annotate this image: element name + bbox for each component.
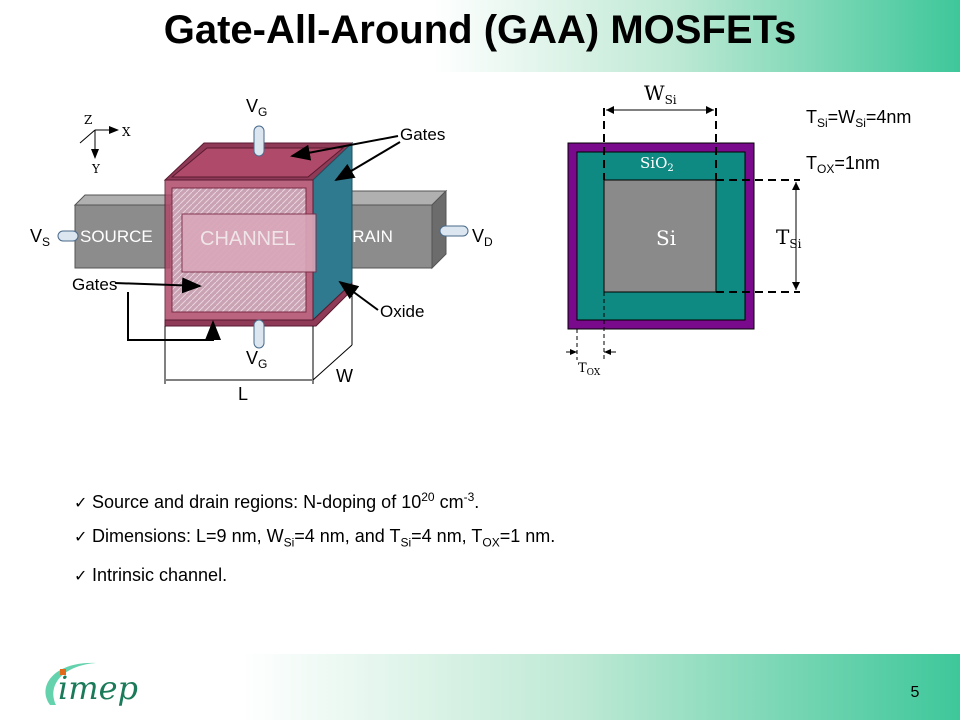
vd-label: VD [472,226,493,249]
bullet-dimensions: ✓Dimensions: L=9 nm, WSi=4 nm, and TSi=4… [74,517,555,556]
svg-text:Gates: Gates [72,275,117,294]
bullet-doping: ✓Source and drain regions: N-doping of 1… [74,478,555,517]
si-label: Si [656,226,676,250]
vs-contact: VS [30,226,79,249]
title-bar-background [0,0,960,72]
vg-bottom-label: VG [246,348,267,371]
check-icon: ✓ [74,529,88,546]
channel-label: CHANNEL [200,228,296,250]
bullet-channel: ✓Intrinsic channel. [74,556,555,595]
bullet-list: ✓Source and drain regions: N-doping of 1… [74,478,555,595]
page-number: 5 [910,684,920,701]
param-tsi-wsi: TSi=WSi=4nm [806,107,911,130]
check-icon: ✓ [74,495,88,512]
check-icon: ✓ [74,568,88,585]
vg-bottom-contact: VG [246,319,267,371]
drain-label: DRAIN [340,227,393,246]
footer-bar-background [0,654,960,720]
wsi-label: WSi [644,81,677,107]
source-block: SOURCE [73,194,182,269]
parameter-text: TSi=WSi=4nm TOX=1nm [806,107,911,176]
gates-label-top: Gates [290,125,445,182]
width-dimension: W [312,290,353,386]
cross-section: SiO2 Si WSi TSi TOX [566,81,802,378]
tox-label: TOX [578,361,601,378]
gate-stack: CHANNEL [163,141,354,327]
param-tox: TOX=1nm [806,153,880,176]
axis-y-label: Y [91,162,101,176]
slide-title: Gate-All-Around (GAA) MOSFETs [163,8,797,52]
axis-indicator: Z X Y [79,113,131,176]
length-dimension: L [164,326,314,404]
vs-label: VS [30,226,50,249]
width-label: W [336,366,353,386]
imep-logo: imep [45,662,138,707]
oxide-label: Oxide [338,280,424,321]
svg-text:Gates: Gates [400,125,445,144]
logo-text: imep [58,669,138,707]
svg-text:Oxide: Oxide [380,302,424,321]
sio2-label: SiO2 [640,154,674,174]
gates-label-bottom: Gates [72,275,221,341]
vg-top-label: VG [246,96,267,119]
axis-x-label: X [122,125,131,139]
tsi-label: TSi [776,225,802,251]
vd-contact: VD [439,225,493,249]
source-label: SOURCE [80,227,153,246]
length-label: L [238,384,248,404]
axis-z-label: Z [84,113,92,127]
vg-top-contact: VG [246,96,267,157]
